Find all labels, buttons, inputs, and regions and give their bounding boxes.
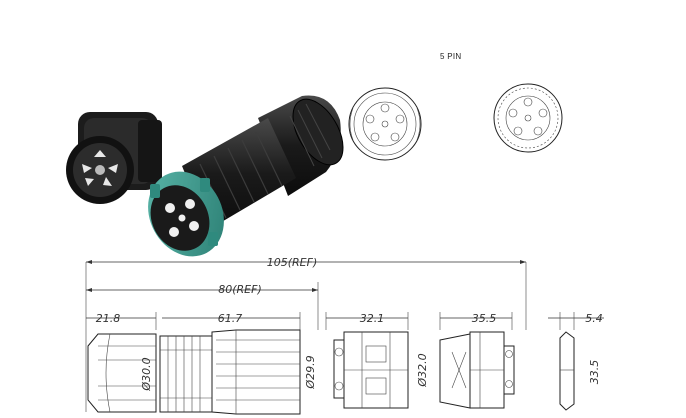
ring-thickness-label: 5.4 xyxy=(585,312,603,325)
dimension-overall xyxy=(85,260,527,412)
nut-length-label: 21.8 xyxy=(96,312,121,325)
socket-face-view-icon xyxy=(493,83,563,153)
plug-connector-photo-icon xyxy=(148,95,344,257)
dimension-ring xyxy=(548,312,604,330)
dimension-sleeve xyxy=(162,312,301,330)
nut-diameter-label: Ø30.0 xyxy=(140,357,153,391)
dimension-socket xyxy=(325,312,409,330)
socket-diameter-label: Ø32.0 xyxy=(416,353,429,387)
socket-length-label: 32.1 xyxy=(360,312,385,325)
sleeve-length-label: 61.7 xyxy=(218,312,243,325)
dimension-panel xyxy=(439,312,513,330)
dimension-body xyxy=(86,282,319,330)
panel-side-view-icon xyxy=(439,331,515,409)
plug-face-view-icon xyxy=(348,87,422,161)
body-length-label: 80(REF) xyxy=(218,283,262,296)
plug-side-view-icon xyxy=(87,329,301,415)
dimension-nut xyxy=(86,312,157,330)
overall-length-label: 105(REF) xyxy=(267,256,318,269)
ring-side-view-icon xyxy=(559,331,575,411)
pin-count-label: 5 PIN xyxy=(440,52,462,61)
sleeve-diameter-label: Ø29.9 xyxy=(304,355,317,389)
panel-length-label: 35.5 xyxy=(472,312,497,325)
ring-height-label: 33.5 xyxy=(588,360,601,385)
socket-side-view-icon xyxy=(333,331,409,409)
panel-socket-photo-icon xyxy=(66,112,162,204)
